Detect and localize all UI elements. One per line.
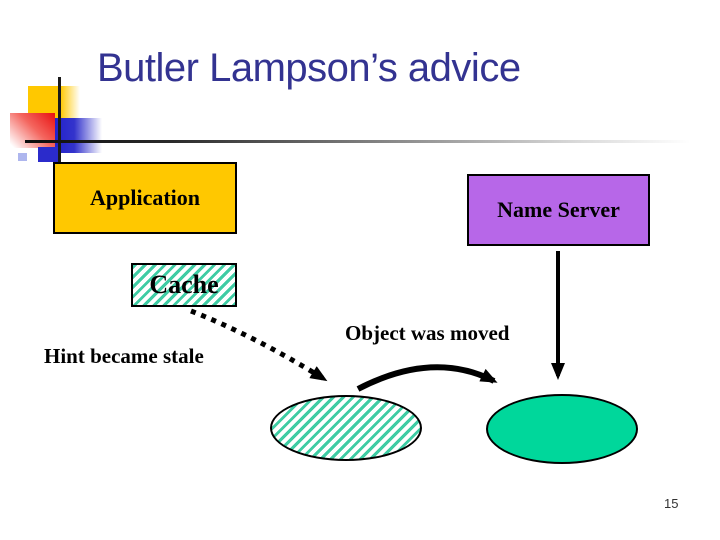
- page-number: 15: [664, 496, 679, 511]
- slide-title: Butler Lampson’s advice: [97, 46, 521, 90]
- application-box-label: Application: [89, 185, 201, 210]
- old-object-location-ellipse: [270, 395, 422, 461]
- application-box: Application: [53, 162, 237, 234]
- title-divider-line: [25, 140, 697, 143]
- logo-tiny-blue-square: [18, 153, 27, 161]
- new-object-location-ellipse: [486, 394, 638, 464]
- logo-small-blue-square: [38, 147, 60, 162]
- hint-became-stale-label: Hint became stale: [44, 344, 204, 368]
- object-moved-curved-arrow: [356, 364, 498, 392]
- object-was-moved-label: Object was moved: [345, 321, 510, 345]
- cache-box: Cache: [131, 263, 237, 307]
- cache-box-label: Cache: [149, 270, 219, 299]
- logo-blue-square: [55, 118, 103, 153]
- name-server-box: Name Server: [467, 174, 650, 246]
- stale-hint-dotted-arrow: [190, 308, 328, 382]
- name-server-box-label: Name Server: [497, 197, 620, 222]
- logo-vertical-line: [58, 77, 61, 165]
